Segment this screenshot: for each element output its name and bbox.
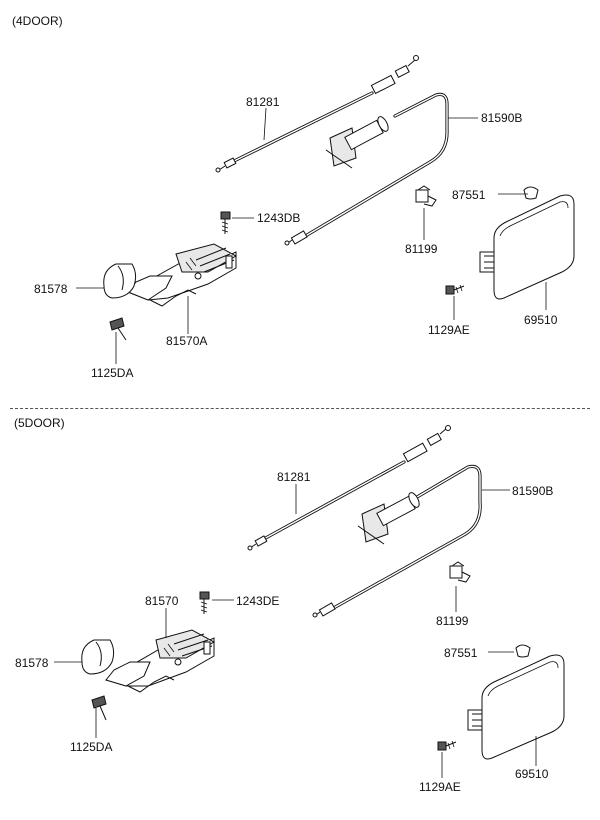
cover-81578-5door	[81, 639, 115, 675]
cable-81281-4door	[215, 55, 419, 173]
section-divider	[10, 408, 590, 409]
bolt-1243db-4door	[220, 211, 231, 234]
section-title-5door: (5DOOR)	[14, 416, 65, 430]
handle-81570a-4door	[126, 243, 238, 307]
section-title-4door: (4DOOR)	[12, 14, 63, 28]
fuel-door-69510-4door	[479, 194, 575, 300]
label-81590b-5door: 81590B	[512, 484, 554, 498]
label-1129ae-5door: 1129AE	[419, 780, 461, 794]
clip-87551-4door	[523, 186, 539, 200]
screw-1125da-4door	[109, 317, 127, 341]
cover-81578-4door	[103, 263, 137, 299]
five-door-drawing	[54, 425, 565, 778]
label-1243de-5door: 1243DE	[236, 594, 280, 608]
label-69510-4door: 69510	[524, 313, 558, 327]
screw-1129ae-4door	[445, 284, 465, 295]
label-81590b-4door: 81590B	[481, 111, 523, 125]
leader-lines-5door	[54, 484, 537, 778]
label-1125da-4door: 1125DA	[91, 366, 134, 380]
label-69510-5door: 69510	[515, 767, 549, 781]
label-87551-5door: 87551	[444, 646, 478, 660]
part-81199-4door	[415, 185, 437, 207]
part-81199-5door	[449, 561, 471, 583]
label-1125da-5door: 1125DA	[70, 740, 113, 754]
fuel-door-69510-5door	[467, 654, 565, 760]
screw-1125da-5door	[91, 695, 107, 721]
cable-81281-5door	[247, 425, 451, 551]
label-1243db-4door: 1243DB	[257, 211, 301, 225]
handle-81570-5door	[104, 629, 216, 693]
label-81199-5door: 81199	[436, 614, 469, 628]
label-1129ae-4door: 1129AE	[428, 323, 470, 337]
label-81281-5door: 81281	[277, 470, 311, 484]
clip-87551-5door	[515, 644, 531, 658]
label-81570a-4door: 81570A	[166, 334, 208, 348]
four-door-drawing	[76, 55, 575, 364]
screw-1129ae-5door	[437, 740, 457, 751]
bolt-1243de-5door	[199, 591, 210, 614]
label-81578-4door: 81578	[34, 282, 68, 296]
label-87551-4door: 87551	[452, 188, 486, 202]
label-81578-5door: 81578	[15, 656, 49, 670]
cable-81590b-4door	[284, 92, 449, 246]
label-81199-4door: 81199	[405, 242, 438, 256]
cable-81590b-5door	[312, 464, 482, 618]
leader-lines-4door	[76, 107, 547, 364]
label-81281-4door: 81281	[246, 95, 280, 109]
label-81570-5door: 81570	[145, 594, 179, 608]
